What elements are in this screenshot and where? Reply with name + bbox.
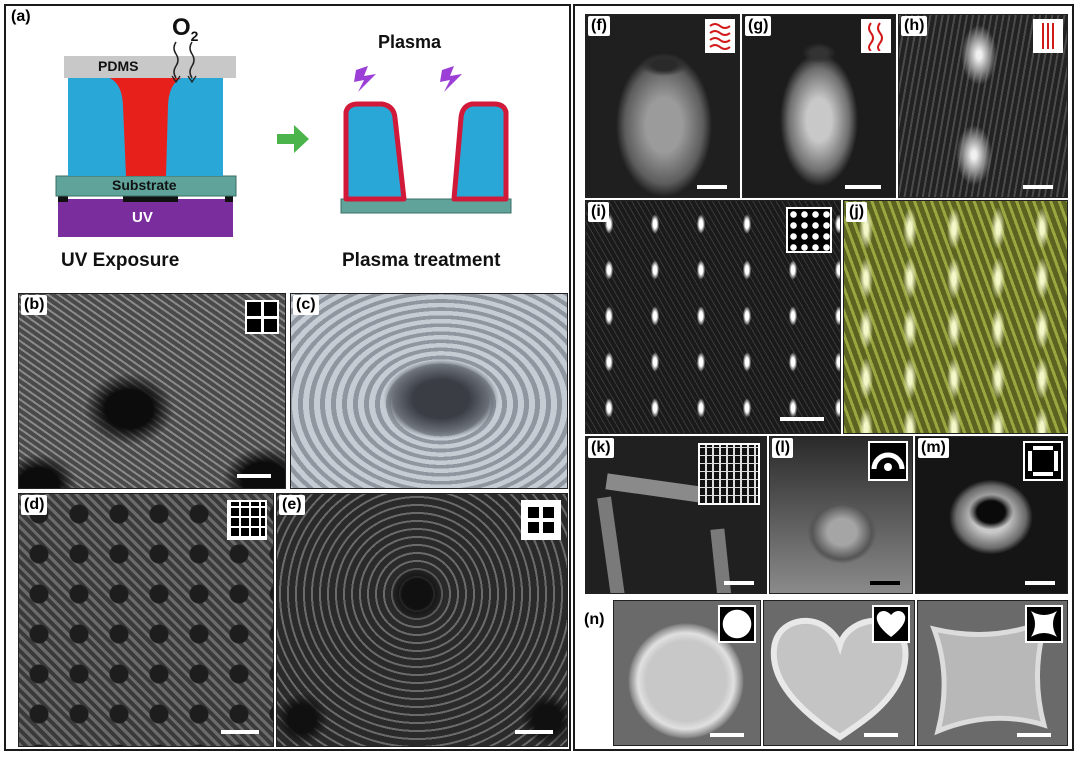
squares-inset-icon <box>521 500 561 540</box>
panel-a-schematic: (a) <box>6 6 569 289</box>
concave-square-shape <box>930 616 1050 736</box>
panel-label-j: (j) <box>846 202 868 222</box>
caption-plasma-treatment: Plasma treatment <box>342 250 501 271</box>
panel-label-b: (b) <box>21 295 48 315</box>
substrate-label: Substrate <box>112 177 177 193</box>
post-right <box>451 101 509 202</box>
panel-k-image: (k) <box>585 436 767 594</box>
scale-bar <box>221 730 259 734</box>
uv-layer <box>58 199 233 237</box>
panel-label-a: (a) <box>11 8 31 25</box>
panel-label-g: (g) <box>745 16 772 36</box>
panel-f-image: (f) <box>585 14 740 198</box>
panel-label-e: (e) <box>279 495 305 515</box>
panel-h-image: (h) <box>898 14 1068 198</box>
pdms-layer <box>64 56 236 78</box>
panel-n-heart-image <box>763 600 915 746</box>
panel-b-image: (b) <box>18 293 286 489</box>
scale-bar <box>1017 733 1051 737</box>
o2-label: O2 <box>172 14 199 44</box>
panel-i-image: (i) <box>585 200 841 434</box>
uv-label: UV <box>132 209 153 226</box>
scale-bar <box>710 733 744 737</box>
resin-blue-right <box>166 76 223 176</box>
mask-bar-center <box>123 196 178 202</box>
panel-label-n: (n) <box>584 611 605 628</box>
vertical-wavy-inset-icon <box>861 19 891 53</box>
panel-label-h: (h) <box>901 16 928 36</box>
lightning-icon <box>354 66 462 92</box>
heart-inset-icon <box>872 605 910 643</box>
scale-bar <box>515 730 553 734</box>
star-inset-icon <box>1025 605 1063 643</box>
pattern-inset-icon <box>245 300 279 334</box>
wavy-lines-inset-icon <box>705 19 735 53</box>
panel-n-circle-image <box>613 600 761 746</box>
scale-bar <box>780 417 824 421</box>
panel-d-image: (d) <box>18 493 274 747</box>
maze-inset-icon <box>698 443 760 505</box>
panel-label-d: (d) <box>21 495 48 515</box>
panel-j-image: (j) <box>843 200 1068 434</box>
panel-c-image: (c) <box>290 293 568 489</box>
frame-segments-inset-icon <box>1023 441 1063 481</box>
resin-blue-left <box>68 76 126 176</box>
mask-bar-right <box>225 196 233 202</box>
panel-l-image: (l) <box>769 436 913 594</box>
substrate-right <box>340 198 512 214</box>
scale-bar <box>864 733 898 737</box>
panel-g-image: (g) <box>742 14 896 198</box>
scale-bar <box>724 581 754 585</box>
right-figure-frame: (f) (g) (h) (i) (j) (k) <box>573 4 1074 751</box>
heart-shape <box>770 617 909 741</box>
schematic-svg <box>55 41 512 237</box>
panel-label-k: (k) <box>588 438 614 458</box>
panel-label-f: (f) <box>588 16 610 36</box>
panel-label-c: (c) <box>293 295 319 315</box>
plasma-label: Plasma <box>378 32 442 52</box>
scale-bar <box>237 474 271 478</box>
panel-label-i: (i) <box>588 202 610 222</box>
panel-label-l: (l) <box>772 438 794 458</box>
circle-inset-icon <box>718 605 756 643</box>
right-arrow-icon <box>277 125 309 153</box>
post-left <box>343 101 407 202</box>
panel-label-m: (m) <box>918 438 949 458</box>
panel-m-image: (m) <box>915 436 1068 594</box>
wavy-arrow-icon <box>171 41 197 84</box>
caption-uv-exposure: UV Exposure <box>61 250 180 271</box>
scale-bar <box>1023 185 1053 189</box>
trench-wall <box>597 496 625 593</box>
mask-bar-left <box>58 196 68 202</box>
pdms-label: PDMS <box>98 58 139 74</box>
scale-bar <box>870 581 900 585</box>
dot-array-inset-icon <box>786 207 832 253</box>
panel-e-image: (e) <box>276 493 568 747</box>
panel-n-star-image <box>917 600 1068 746</box>
grid-inset-icon <box>227 500 267 540</box>
arc-inset-icon <box>868 441 908 481</box>
scale-bar <box>845 185 881 189</box>
scale-bar <box>697 185 727 189</box>
straight-lines-inset-icon <box>1033 19 1063 53</box>
left-figure-frame: (a) <box>4 4 571 751</box>
scale-bar <box>1025 581 1055 585</box>
